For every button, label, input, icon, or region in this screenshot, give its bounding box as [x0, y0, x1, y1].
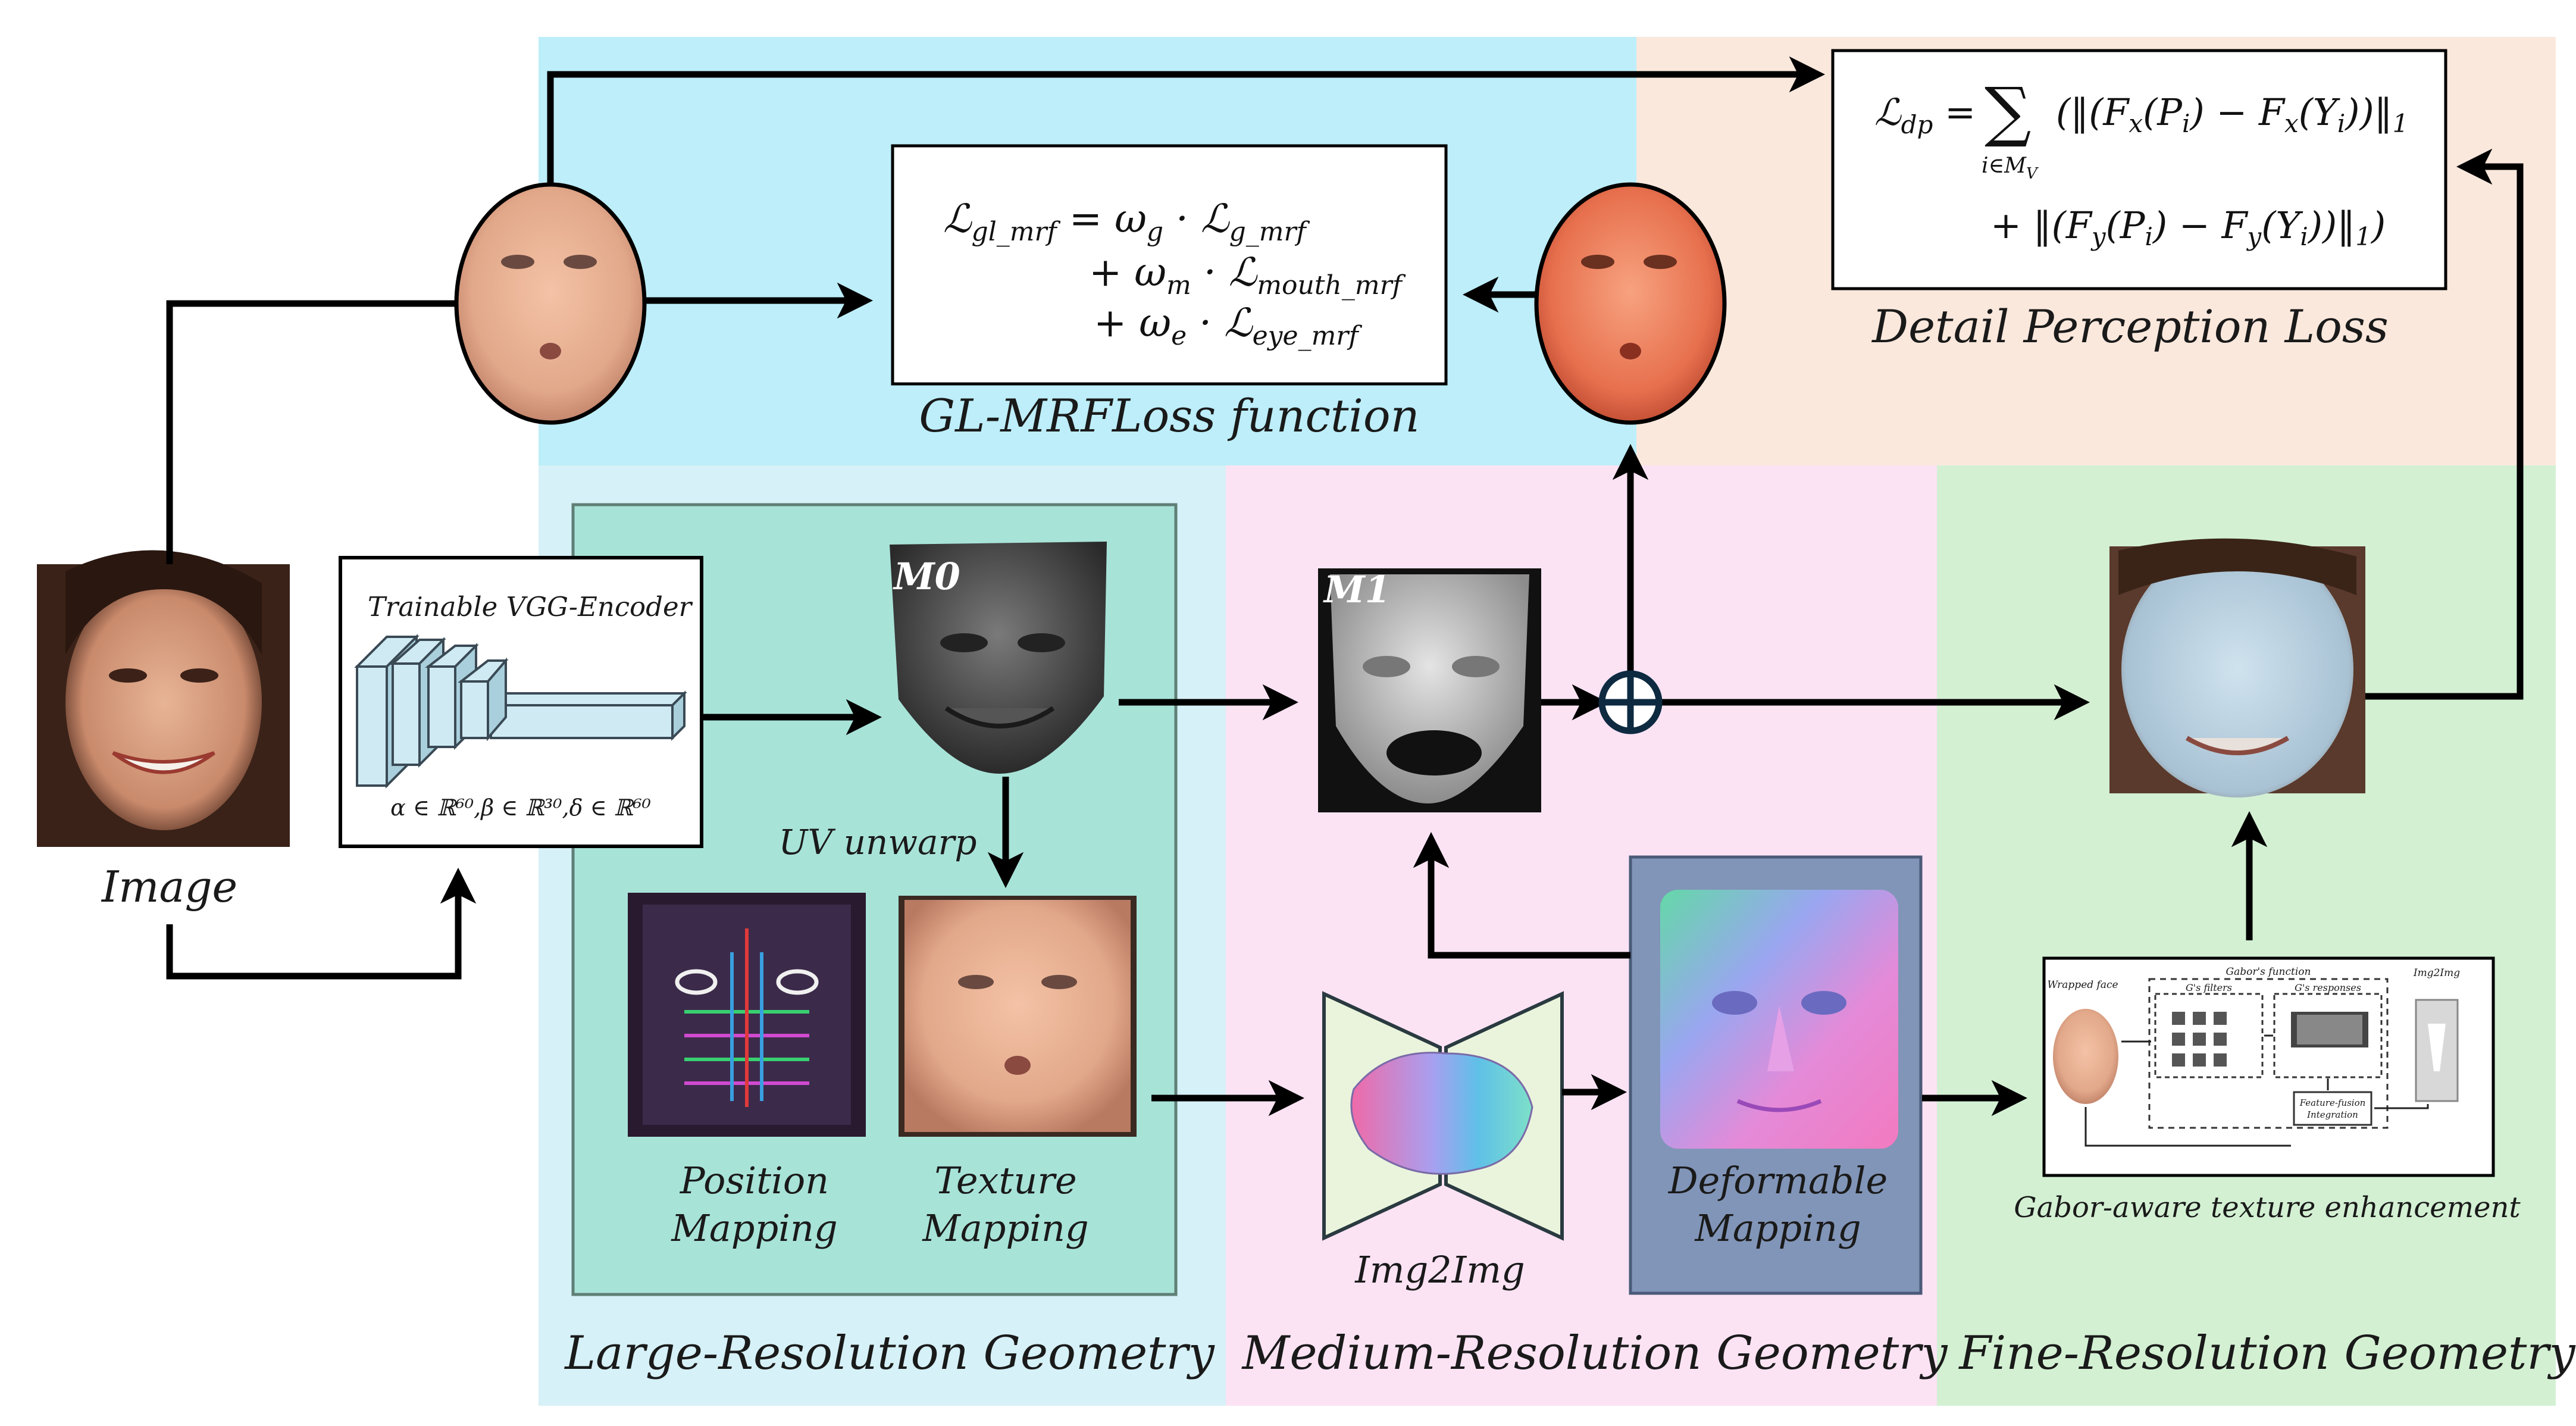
svg-text:i∈MV: i∈MV [1982, 154, 2039, 183]
position-mapping-image [628, 893, 866, 1137]
gl-lhs: ℒ [943, 196, 972, 242]
gabor-img2img-label: Img2Img [2413, 967, 2460, 979]
dp-t2y: y [2090, 222, 2107, 251]
dp-t2b: (P [2106, 204, 2146, 247]
gl-w-g: g [1147, 217, 1163, 247]
dp-t1a: (‖(F [2056, 90, 2130, 134]
gabor-responses-label: G's responses [2295, 982, 2361, 993]
vgg-layers-icon [354, 634, 687, 789]
dp-t2a: + ‖(F [1990, 204, 2093, 247]
gl-l-eye: eye_mrf [1253, 321, 1363, 351]
gl-mrf-caption: GL-MRFLoss function [919, 389, 1419, 442]
dp-t2d: (Y [2261, 204, 2303, 247]
gabor-caption: Gabor-aware texture enhancement [2014, 1191, 2521, 1224]
gl-l-g: g_mrf [1229, 217, 1310, 247]
svg-text:(‖(Fx(Pi) − Fx(Yi))‖1: (‖(Fx(Pi) − Fx(Yi))‖1 [2056, 90, 2408, 138]
gl-rhs: = ω [1057, 196, 1147, 242]
vgg-encoder-title: Trainable VGG-Encoder [368, 591, 693, 623]
image-label: Image [101, 862, 237, 912]
fine-result-face-image [2109, 538, 2365, 798]
gl-mrf-formula-box [891, 144, 1448, 386]
detail-loss-formula: ℒdp = ∑ i∈MV (‖(Fx(Pi) − Fx(Yi))‖1 + ‖(F… [1874, 73, 2408, 251]
img2img-network [1322, 991, 1564, 1241]
dp-t1c: ) − F [2189, 90, 2286, 134]
m1-mesh-image [1318, 568, 1541, 812]
dp-t2one: 1 [2355, 222, 2371, 251]
deformable-mapping-label-1: Deformable [1668, 1159, 1888, 1202]
dp-sum-sub2: V [2026, 165, 2039, 183]
svg-text:+ ‖(Fy(Pi) − Fy(Yi))‖1): + ‖(Fy(Pi) − Fy(Yi))‖1) [1990, 204, 2386, 251]
dp-t1i: i [2182, 109, 2190, 138]
dp-t2i: i [2145, 222, 2153, 251]
dp-t1x: x [2129, 109, 2143, 138]
gl-w-m: m [1166, 270, 1191, 301]
m0-label: M0 [893, 555, 960, 598]
detail-loss-caption: Detail Perception Loss [1871, 300, 2389, 353]
dp-lhs: ℒ [1874, 90, 1902, 134]
dp-t1i2: i [2337, 109, 2345, 138]
gl-lhs-sub: gl_mrf [972, 217, 1061, 247]
gl-dot1: · ℒ [1163, 196, 1230, 242]
gabor-module [2042, 956, 2495, 1177]
dp-lhs-sub: dp [1901, 110, 1933, 139]
dp-t1d: (Y [2299, 90, 2340, 134]
svg-text:ℒdp =: ℒdp = [1874, 90, 1976, 139]
dp-t2c: ) − F [2152, 204, 2249, 247]
gl-dot2: · ℒ [1191, 249, 1258, 295]
m1-label: M1 [1323, 568, 1391, 611]
add-operator-icon [1598, 670, 1663, 734]
input-face-image [37, 550, 290, 847]
deformable-mapping-label-2: Mapping [1694, 1206, 1861, 1250]
dp-t2e: ))‖ [2307, 204, 2355, 247]
dp-sum-sub: i∈M [1982, 154, 2027, 178]
texture-mapping-label-2: Mapping [922, 1206, 1088, 1250]
gl-l-mouth: mouth_mrf [1257, 270, 1406, 301]
gl-plus-e: + ω [1094, 300, 1171, 346]
dp-t1x2: x [2284, 109, 2299, 138]
encoder-params: α ∈ ℝ⁶⁰,β ∈ ℝ³⁰,δ ∈ ℝ⁶⁰ [390, 795, 651, 821]
dp-eq: = [1933, 90, 1976, 134]
medium-resolution-label: Medium-Resolution Geometry [1241, 1327, 1948, 1380]
dp-sum: ∑ [1985, 73, 2032, 149]
dp-t1one: 1 [2393, 109, 2409, 138]
detail-loss-formula-box [1831, 49, 2447, 290]
dp-t1e: ))‖ [2344, 90, 2392, 134]
target-face-oval [1534, 182, 1727, 425]
gabor-wrapped-face-label: Wrapped face [2047, 979, 2118, 991]
gabor-function-label: Gabor's function [2226, 966, 2311, 978]
dp-t2i2: i [2300, 222, 2308, 251]
svg-text:+ ωm · ℒmouth_mrf: + ωm · ℒmouth_mrf [1089, 249, 1406, 301]
position-mapping-label-2: Mapping [671, 1206, 837, 1250]
gabor-fusion-label-1: Feature-fusion [2299, 1097, 2366, 1108]
gl-mrf-formula: ℒgl_mrf = ωg · ℒg_mrf + ωm · ℒmouth_mrf … [943, 196, 1406, 351]
img2img-label: Img2Img [1354, 1248, 1525, 1291]
m0-mesh-image [890, 542, 1107, 774]
gl-dot3: · ℒ [1187, 300, 1253, 346]
uv-unwarp-label: UV unwarp [779, 822, 977, 862]
dp-t2y2: y [2246, 222, 2262, 251]
gabor-filters-label: G's filters [2186, 982, 2232, 993]
texture-mapping-label-1: Texture [934, 1159, 1076, 1202]
fine-resolution-label: Fine-Resolution Geometry [1958, 1327, 2575, 1380]
flow-arrows [166, 56, 2524, 1117]
deformable-normal-map-image [1660, 890, 1898, 1149]
large-resolution-label: Large-Resolution Geometry [564, 1327, 1215, 1380]
gl-plus-m: + ω [1089, 249, 1166, 295]
gabor-fusion-label-2: Integration [2306, 1109, 2358, 1120]
texture-mapping-image [899, 896, 1137, 1137]
gl-w-e: e [1171, 321, 1187, 351]
svg-text:ℒgl_mrf = ωg · ℒg_mrf: ℒgl_mrf = ωg · ℒg_mrf [943, 196, 1310, 247]
dp-close: ) [2370, 204, 2386, 247]
svg-text:+ ωe · ℒeye_mrf: + ωe · ℒeye_mrf [1094, 300, 1362, 351]
position-mapping-label-1: Position [680, 1159, 829, 1202]
dp-t1b: (P [2143, 90, 2183, 134]
rendered-face-oval [454, 182, 647, 425]
